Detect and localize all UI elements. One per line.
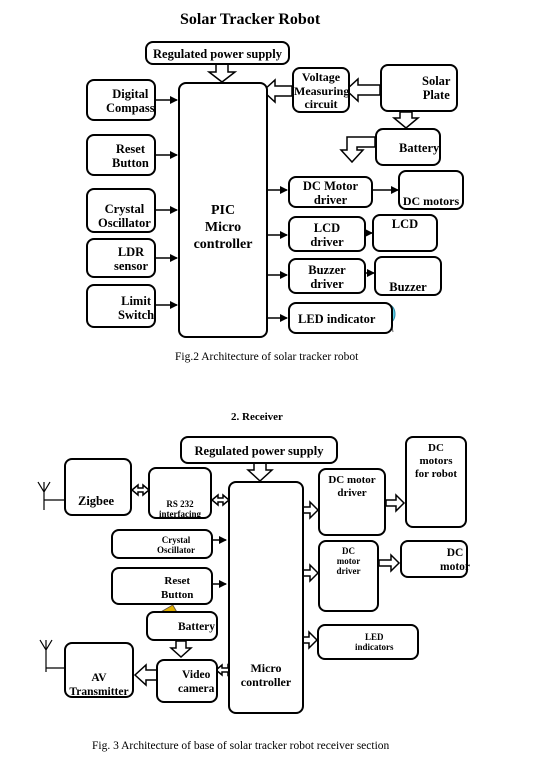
buzzer-driver-label: Buzzer driver <box>308 263 346 291</box>
dc-motors-robot-label: DC motors for robot <box>414 442 458 480</box>
dc-motors-box: DC motors <box>398 170 464 210</box>
rx-dc-motor-label: DC motor <box>440 547 471 573</box>
rx-reset-button-box: Reset Button <box>111 567 213 605</box>
zigbee-box: Zigbee <box>64 458 132 516</box>
crystal-oscillator-label: Crystal Oscillator <box>98 202 151 230</box>
zigbee-antenna-icon <box>37 481 64 510</box>
crystal-oscillator-box: Crystal Oscillator <box>86 188 156 233</box>
buzzer-label: Buzzer <box>389 280 427 294</box>
solar-to-battery-arrow <box>391 111 421 129</box>
rx-led-indicators-label: LED indicators <box>355 632 394 652</box>
fig2-caption: Fig.2 Architecture of solar tracker robo… <box>175 351 359 363</box>
fig2-title: Solar Tracker Robot <box>180 11 321 28</box>
pic-controller-label: PIC Micro controller <box>193 203 253 252</box>
voltage-measuring-box: Voltage Measuring circuit <box>292 67 350 113</box>
micro-to-dcdriver1-arrow <box>301 500 320 520</box>
receiver-heading: 2. Receiver <box>231 411 283 423</box>
rs232-label: RS 232 interfacing <box>159 499 201 519</box>
reset-button-label: Reset Button <box>112 142 149 170</box>
digital-compass-box: Digital Compass <box>86 79 156 121</box>
rs232-box: RS 232 interfacing <box>148 467 212 519</box>
power-to-pic-arrow <box>206 62 238 83</box>
battery-to-camera-arrow <box>169 640 193 659</box>
battery-box: Battery <box>375 128 441 166</box>
av-transmitter-label: AV Transmitter <box>69 672 129 698</box>
camera-to-av-arrow <box>133 663 158 687</box>
fig2-power-supply-label: Regulated power supply <box>153 47 282 61</box>
video-camera-box: Video camera <box>156 659 218 703</box>
reset-button-box: Reset Button <box>86 134 156 176</box>
fig3-power-supply-box: Regulated power supply <box>180 436 338 464</box>
rx-reset-button-label: Reset Button <box>161 575 194 601</box>
rs232-micro-arrow <box>210 493 231 507</box>
pic-controller-box: PIC Micro controller <box>178 82 268 338</box>
buzzer-driver-box: Buzzer driver <box>288 258 366 294</box>
lcd-label: LCD <box>391 217 419 231</box>
rx-dc-motor-driver-2-label: DC motor driver <box>336 546 361 576</box>
rx-micro-controller-label: Micro controller <box>240 661 292 689</box>
fig3-power-supply-label: Regulated power supply <box>194 444 324 458</box>
solar-to-voltage-arrow <box>344 77 381 103</box>
fig2-power-supply-box: Regulated power supply <box>145 41 290 65</box>
voltage-measuring-label: Voltage Measuring circuit <box>294 70 350 111</box>
rx-crystal-oscillator-box: Crystal Oscillator <box>111 529 213 559</box>
fig2-connectors <box>155 62 421 322</box>
rx-dc-motor-driver-box: DC motor driver <box>318 468 386 536</box>
rx-battery-label: Battery <box>178 621 216 633</box>
rx-crystal-oscillator-label: Crystal Oscillator <box>157 535 195 555</box>
digital-compass-label: Digital Compass <box>106 87 155 115</box>
solar-plate-label: Solar Plate <box>422 74 451 102</box>
ldr-sensor-box: LDR sensor <box>86 238 156 278</box>
rx-power-to-micro-arrow <box>246 462 274 483</box>
rx-led-indicators-box: LED indicators <box>317 624 419 660</box>
battery-label: Battery <box>399 141 440 155</box>
led-indicator-box: LED indicator <box>288 302 393 334</box>
dc-motor-driver-box: DC Motor driver <box>288 176 373 208</box>
dcdriver2-to-motor-arrow <box>378 553 401 573</box>
battery-to-pic-arrow <box>339 136 376 164</box>
led-indicator-label: LED indicator <box>298 312 376 326</box>
lcd-driver-label: LCD driver <box>310 221 344 249</box>
voltage-to-pic-arrow <box>261 78 293 104</box>
limit-switch-box: Limit Switch <box>86 284 156 328</box>
av-antenna-icon <box>39 639 64 672</box>
ldr-sensor-label: LDR sensor <box>114 245 149 273</box>
dcdriver1-to-motors-arrow <box>385 493 406 513</box>
lcd-box: LCD <box>372 214 438 252</box>
dc-motor-driver-label: DC Motor driver <box>302 179 359 207</box>
rx-micro-controller-box: Micro controller <box>228 481 304 714</box>
buzzer-box: Buzzer <box>374 256 442 296</box>
rx-dc-motor-box: DC motor <box>400 540 471 578</box>
micro-to-led-arrow <box>301 630 319 650</box>
av-transmitter-box: AV Transmitter <box>64 642 134 698</box>
dc-motors-label: DC motors <box>402 194 460 208</box>
zigbee-label: Zigbee <box>78 494 115 508</box>
dc-motors-robot-box: DC motors for robot <box>405 436 467 528</box>
zigbee-rs232-arrow <box>130 483 151 497</box>
fig3-connectors <box>130 462 406 687</box>
limit-switch-label: Limit Switch <box>118 294 155 322</box>
rx-dc-motor-driver-label: DC motor driver <box>328 474 376 499</box>
micro-to-dcdriver2-arrow <box>301 563 320 583</box>
solar-plate-box: Solar Plate <box>380 64 458 112</box>
video-camera-label: Video camera <box>178 669 215 695</box>
rx-battery-box: Battery <box>146 611 218 641</box>
rx-dc-motor-driver-2-box: DC motor driver <box>318 540 379 612</box>
fig3-caption: Fig. 3 Architecture of base of solar tra… <box>92 740 390 752</box>
lcd-driver-box: LCD driver <box>288 216 366 252</box>
